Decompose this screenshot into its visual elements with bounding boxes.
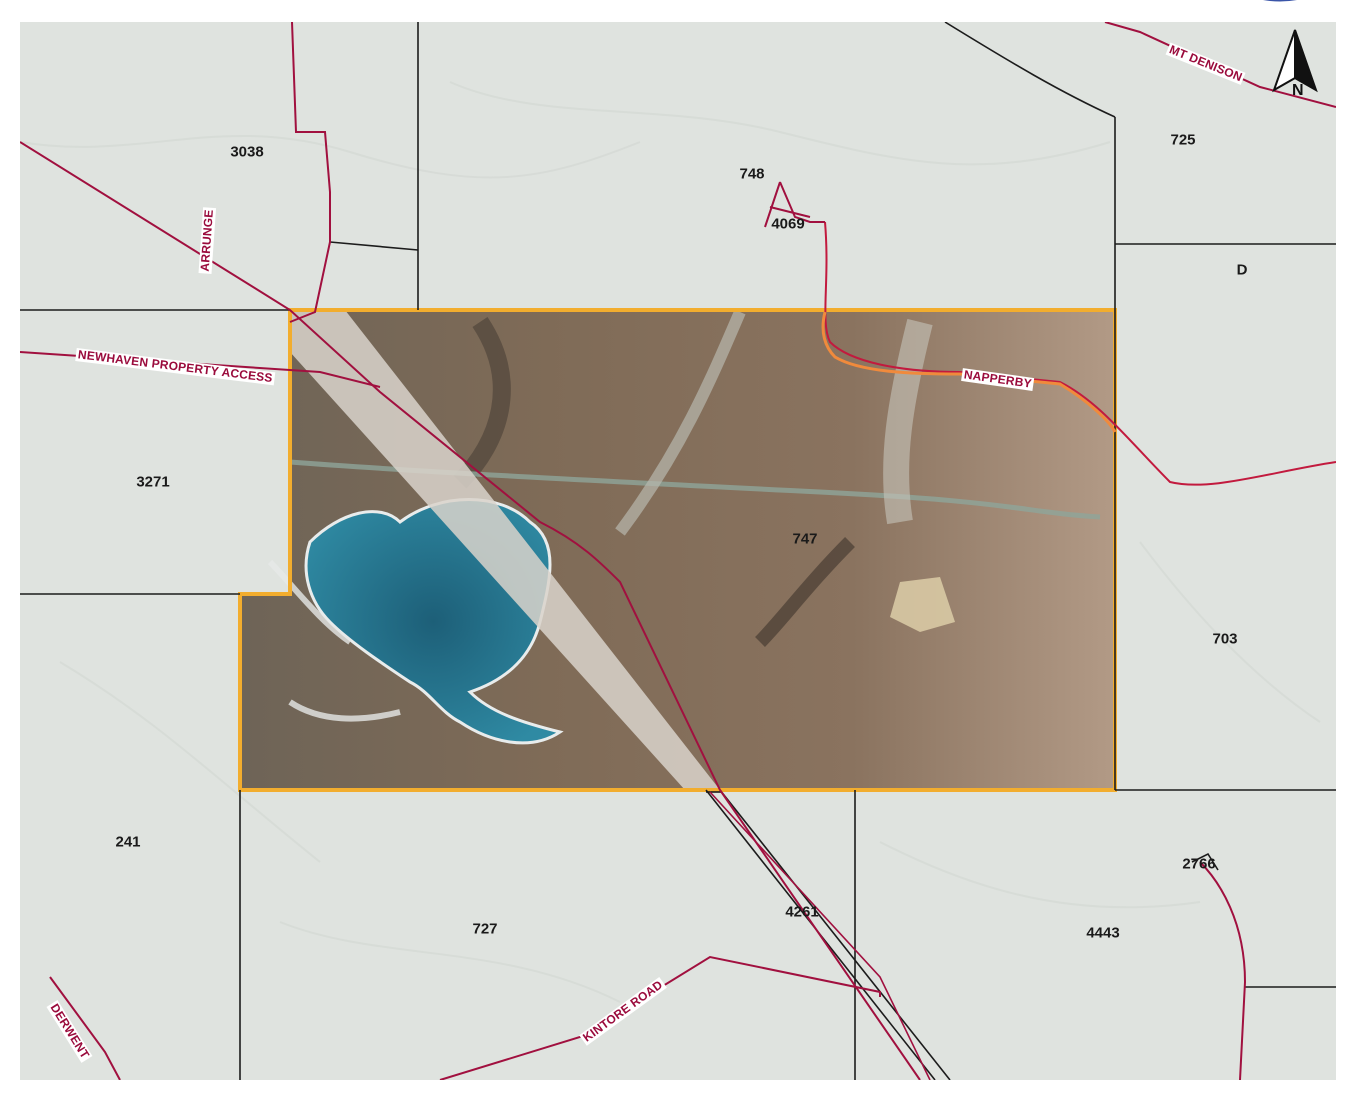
road-2766: [1199, 861, 1247, 1080]
parcel-label-747: 747: [792, 530, 818, 548]
parcel-label-4443: 4443: [1086, 924, 1120, 942]
parcel-label-3271: 3271: [136, 473, 170, 491]
road-napperby-highlight: [821, 311, 1117, 433]
map-canvas[interactable]: [20, 22, 1336, 1080]
road-derwent: [49, 976, 121, 1080]
road-main-highway: [20, 141, 921, 1080]
sand-wash: [615, 309, 746, 536]
parcel-label-241: 241: [115, 833, 141, 851]
lake-salt-flats: [267, 559, 401, 722]
parcel-label-4261: 4261: [785, 903, 819, 921]
road-corridor: [290, 310, 720, 790]
road-napperby: [824, 221, 1336, 486]
parcel-label-D: D: [1236, 261, 1248, 279]
roads: [20, 22, 1336, 1080]
seal-stamp-icon: [1263, 0, 1297, 2]
parcel-label-4069: 4069: [771, 215, 805, 233]
road-4069-loop: [764, 181, 825, 228]
road-arrunge: [289, 22, 331, 323]
map-frame[interactable]: 3038 725 748 4069 D 3271 747 703 241 727…: [20, 22, 1336, 1080]
north-arrow-icon: [1272, 29, 1318, 93]
parcel-label-703: 703: [1212, 630, 1238, 648]
background-texture: [20, 81, 1321, 1003]
clearing: [890, 577, 955, 632]
parcel-label-2766: 2766: [1182, 855, 1216, 873]
sand-wash-east: [883, 318, 933, 525]
road-kintore: [439, 955, 881, 1080]
road-south-dual: [709, 791, 931, 1080]
parcel-label-3038: 3038: [230, 143, 264, 161]
parcel-label-748: 748: [739, 165, 765, 183]
north-arrow-label: N: [1292, 82, 1304, 99]
parcel-label-725: 725: [1170, 131, 1196, 149]
parcel-label-727: 727: [472, 920, 498, 938]
dark-ridge: [755, 537, 855, 647]
